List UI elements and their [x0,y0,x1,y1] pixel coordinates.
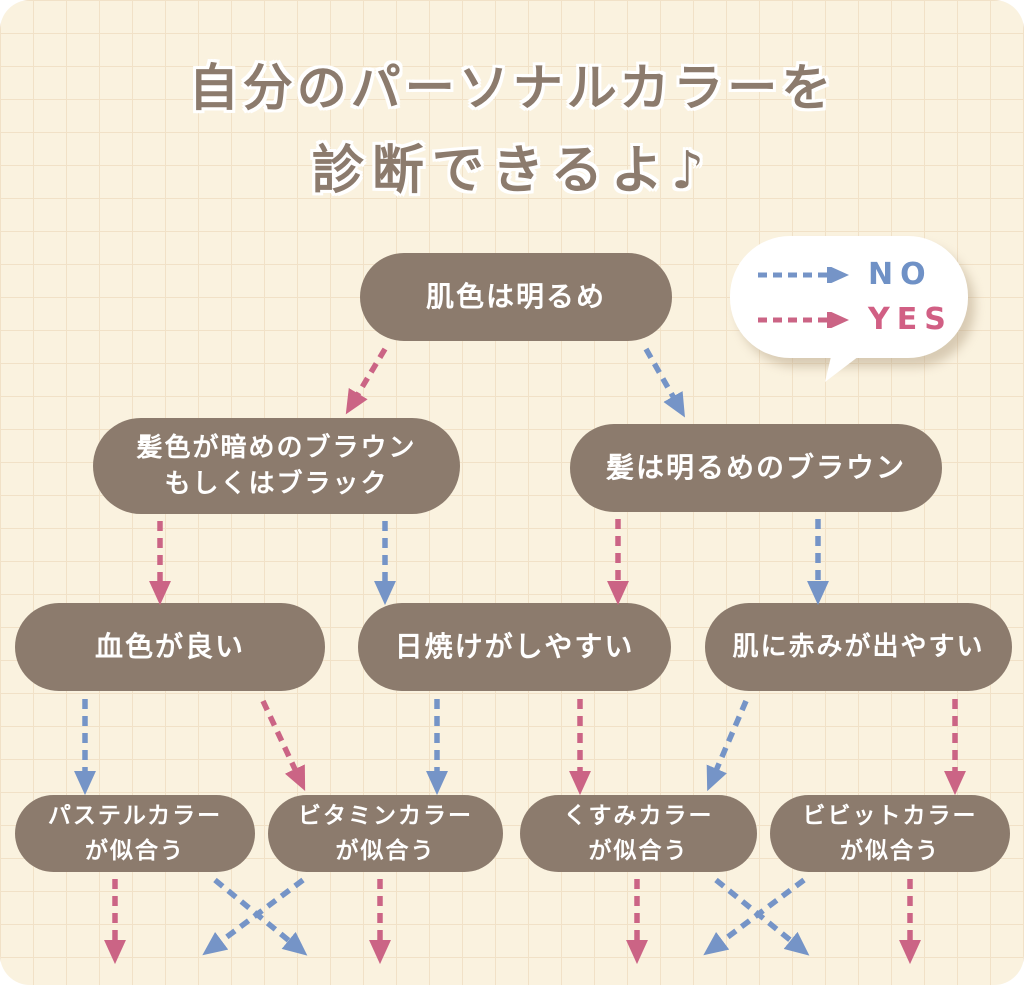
node-result-vivid: ビビットカラー が似合う [770,795,1010,872]
node-complexion: 血色が良い [15,603,325,691]
node-redness: 肌に赤みが出やすい [705,603,1012,691]
title-line-1: 自分のパーソナルカラーを [188,59,836,117]
node-hair-light: 髪は明るめのブラウン [570,424,942,512]
node-hair-dark: 髪色が暗めのブラウン もしくはブラック [93,418,460,514]
title-line-2: 診断できるよ♪ [311,140,713,201]
node-result-pastel: パステルカラー が似合う [15,795,255,872]
node-result-dusty: くすみカラー が似合う [520,795,757,872]
page-title: 自分のパーソナルカラーを 診断できるよ♪ [0,59,1024,203]
no-arrow-icon [758,266,849,283]
legend-yes-label: YES [868,302,953,337]
legend-no-label: NO [868,257,933,292]
yes-arrow-icon [758,311,849,328]
node-result-vitamin: ビタミンカラー が似合う [268,795,503,872]
node-tan: 日焼けがしやすい [358,603,671,691]
legend-row-no: NO [756,257,968,292]
legend-row-yes: YES [756,302,968,337]
node-skin-bright: 肌色は明るめ [360,253,672,341]
legend-bubble: NO YES [730,236,968,358]
